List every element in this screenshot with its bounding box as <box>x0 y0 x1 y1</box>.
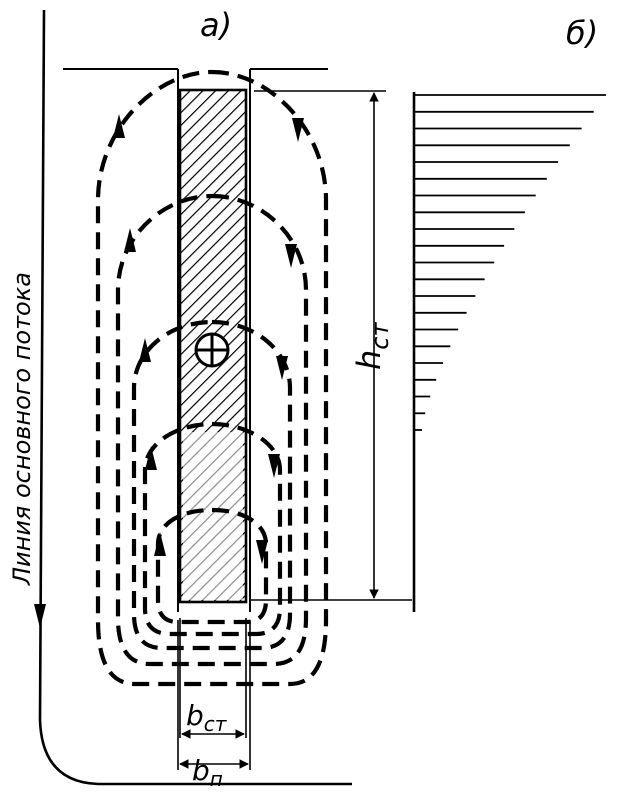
eddy-loop-2 <box>115 193 309 667</box>
main-flow-label: Линия основного потока <box>8 272 36 586</box>
height-label: hст <box>350 322 394 370</box>
eddy-loop-4 <box>142 421 283 637</box>
arrow-down-icon <box>256 540 268 564</box>
width-dimensions <box>177 618 251 770</box>
plus-circle-icon <box>194 332 230 368</box>
panel-b-label: б) <box>566 14 598 52</box>
current-distribution-panel <box>412 92 606 612</box>
eddy-loop-1 <box>95 69 329 687</box>
panel-a-label: а) <box>200 6 232 44</box>
arrow-up-icon <box>139 338 151 362</box>
arrow-up-icon <box>145 446 157 470</box>
arrow-down-icon <box>285 244 297 268</box>
arrow-down-icon <box>292 118 304 142</box>
arrow-up-icon <box>124 228 136 252</box>
arrow-up-icon <box>113 114 125 138</box>
height-dimension <box>250 90 412 601</box>
arrow-down-icon <box>268 454 280 478</box>
eddy-loop-5 <box>155 507 269 625</box>
arrow-up-icon <box>154 532 166 556</box>
width-p-label: bп <box>192 754 223 791</box>
arrow-down-icon <box>276 356 288 380</box>
main-flow-line <box>38 9 352 786</box>
main-flow-arrow-icon <box>34 604 46 628</box>
strip-light-zone <box>183 432 243 600</box>
width-st-label: bст <box>186 699 228 736</box>
eddy-current-loops <box>95 69 329 687</box>
loop-direction-arrows <box>113 114 304 564</box>
